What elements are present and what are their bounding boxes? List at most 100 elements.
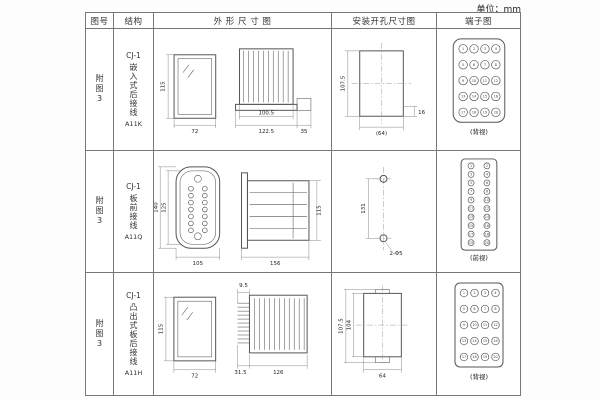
structure-cell-row3: CJ-1 凸出式板后接线 A11H — [114, 273, 154, 395]
front-terminal-holes — [188, 185, 208, 234]
structure-desc: 嵌入式后接线 — [129, 63, 138, 117]
svg-text:2: 2 — [473, 291, 475, 295]
svg-text:7: 7 — [484, 63, 486, 67]
svg-text:13: 13 — [461, 95, 465, 99]
svg-text:12: 12 — [494, 79, 498, 83]
mounting-drawing-row2: 131 2-Φ5 — [361, 166, 403, 257]
svg-text:14: 14 — [485, 215, 489, 219]
dim-hole-spacing: 131 — [361, 203, 367, 213]
dim-front-inner-height: 125 — [162, 202, 168, 212]
svg-text:20: 20 — [494, 111, 498, 115]
svg-text:16: 16 — [493, 339, 497, 343]
svg-text:18: 18 — [472, 355, 476, 359]
outline-cell-row3: 115 72 — [154, 273, 332, 395]
svg-text:15: 15 — [483, 95, 487, 99]
svg-text:9: 9 — [470, 198, 472, 202]
svg-text:10: 10 — [472, 323, 476, 327]
dim-front-width: 72 — [191, 129, 198, 135]
mounting-cell-row1: 107.5 16 (64) — [332, 29, 437, 151]
svg-text:18: 18 — [485, 232, 489, 236]
mounting-cell-row3: 107.5 104 64 — [332, 273, 437, 395]
svg-text:1: 1 — [470, 164, 472, 168]
svg-text:14: 14 — [472, 339, 476, 343]
structure-cell-row2: CJ-1 板前接线 A11Q — [114, 151, 154, 273]
svg-text:10: 10 — [485, 198, 489, 202]
side-view — [237, 294, 308, 354]
figure-no: 附图3 — [95, 318, 104, 350]
dim-side-total: 122.5 — [259, 129, 275, 135]
svg-text:20: 20 — [485, 241, 489, 245]
svg-text:20: 20 — [493, 355, 497, 359]
terminal-block-outline — [452, 38, 506, 123]
svg-text:5: 5 — [462, 63, 464, 67]
terminal-block-outline — [454, 282, 504, 368]
terminal-view-label: (背视) — [470, 372, 488, 381]
outline-drawing-row3: 115 72 — [158, 283, 308, 380]
svg-text:11: 11 — [483, 79, 487, 83]
svg-text:19: 19 — [469, 241, 473, 245]
figure-no: 附图3 — [95, 196, 104, 227]
svg-text:10: 10 — [472, 79, 476, 83]
type-code: A11H — [124, 369, 143, 377]
svg-text:4: 4 — [494, 291, 496, 295]
svg-text:8: 8 — [486, 190, 488, 194]
side-dimensions: 156 115 — [241, 180, 322, 267]
figure-no: 附图3 — [95, 74, 104, 105]
header-cell-mounting: 安装开孔尺寸图 — [332, 13, 437, 29]
svg-text:14: 14 — [472, 95, 476, 99]
svg-text:12: 12 — [485, 207, 489, 211]
type-code: A11K — [125, 120, 142, 128]
dim-side-body: 126 — [273, 370, 284, 376]
structure-desc: 凸出式板后接线 — [129, 303, 138, 366]
svg-text:19: 19 — [483, 355, 487, 359]
svg-text:7: 7 — [484, 307, 486, 311]
header-cell-terminal: 端子图 — [437, 13, 520, 29]
svg-text:3: 3 — [484, 47, 486, 51]
hole-spec-label: 2-Φ5 — [389, 251, 402, 257]
outline-drawing-row2: 140 125 105 156 115 — [154, 166, 322, 267]
dim-pin-length: 9.5 — [239, 283, 248, 289]
dim-front-outer-height: 140 — [154, 202, 160, 213]
svg-text:1: 1 — [462, 47, 464, 51]
header-mounting-label: 安装开孔尺寸图 — [352, 16, 416, 27]
svg-text:17: 17 — [469, 232, 473, 236]
mounting-drawing-row3: 107.5 104 64 — [338, 285, 410, 380]
mounting-dimensions: 131 2-Φ5 — [361, 178, 403, 257]
svg-text:8: 8 — [494, 307, 496, 311]
svg-text:17: 17 — [462, 355, 466, 359]
front-view — [175, 166, 221, 249]
svg-text:6: 6 — [486, 181, 488, 185]
svg-text:13: 13 — [462, 339, 466, 343]
svg-text:5: 5 — [470, 181, 472, 185]
header-terminal-label: 端子图 — [464, 16, 492, 27]
svg-text:17: 17 — [461, 111, 465, 115]
header-cell-outline: 外 形 尺 寸 图 — [154, 13, 332, 29]
svg-text:16: 16 — [494, 95, 498, 99]
mounting-cell-row2: 131 2-Φ5 — [332, 151, 437, 273]
svg-text:18: 18 — [472, 111, 476, 115]
structure-cell-row1: CJ-1 嵌入式后接线 A11K — [114, 29, 154, 151]
unit-label: 单位：mm — [476, 5, 521, 15]
dim-mounting-outer-height: 107.5 — [338, 318, 344, 334]
outline-drawing-row1: 115 72 100.5 122.5 — [161, 48, 312, 135]
front-dimensions: 115 72 — [158, 296, 216, 380]
front-view — [173, 296, 217, 362]
svg-text:1: 1 — [463, 291, 465, 295]
figure-cell-row2: 附图3 — [86, 151, 114, 273]
mounting-drawing-row1: 107.5 16 (64) — [340, 42, 426, 137]
outline-cell-row1: 115 72 100.5 122.5 — [154, 29, 332, 151]
front-dimensions: 115 72 — [161, 54, 216, 135]
svg-text:12: 12 — [493, 323, 497, 327]
dim-front-width: 105 — [193, 261, 203, 267]
svg-text:2: 2 — [486, 164, 488, 168]
svg-text:3: 3 — [470, 173, 472, 177]
svg-text:6: 6 — [473, 307, 475, 311]
dim-mounting-width: (64) — [376, 131, 387, 137]
svg-text:8: 8 — [495, 63, 497, 67]
model-label: CJ-1 — [126, 182, 141, 191]
